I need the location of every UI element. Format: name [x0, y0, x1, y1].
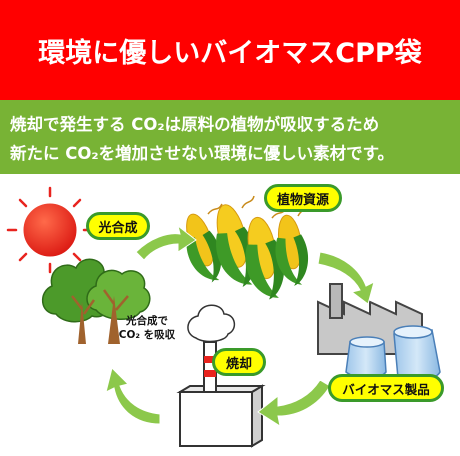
description-line-2: 新たに CO₂を増加させない環境に優しい素材です。 [10, 144, 394, 163]
page-title: 環境に優しいバイオマスCPP袋 [38, 37, 422, 69]
label-photosynthesis: 光合成 [86, 212, 150, 240]
co2-note-line-1: 光合成で [126, 315, 168, 327]
sun-icon [6, 186, 94, 274]
cycle-arrow-icon [105, 224, 375, 428]
trees-icon [42, 258, 151, 344]
cycle-illustration [6, 186, 441, 448]
label-biomass-products: バイオマス製品 [328, 374, 444, 402]
description-line-1: 焼却で発生する CO₂は原料の植物が吸収するため [10, 115, 380, 134]
label-plant-resources: 植物資源 [264, 184, 342, 212]
incinerator-icon [176, 304, 266, 448]
containers-icon [345, 325, 441, 383]
label-incineration: 焼却 [212, 348, 266, 376]
co2-absorption-note: 光合成で CO₂ を吸収 [112, 314, 182, 342]
cycle-diagram: 光合成 植物資源 バイオマス製品 焼却 光合成で CO₂ を吸収 [0, 174, 460, 456]
title-banner: 環境に優しいバイオマスCPP袋 [0, 0, 460, 100]
description-box: 焼却で発生する CO₂は原料の植物が吸収するため 新たに CO₂を増加させない環… [0, 100, 460, 174]
corn-icon [186, 195, 311, 300]
co2-note-line-2: CO₂ を吸収 [118, 329, 176, 341]
